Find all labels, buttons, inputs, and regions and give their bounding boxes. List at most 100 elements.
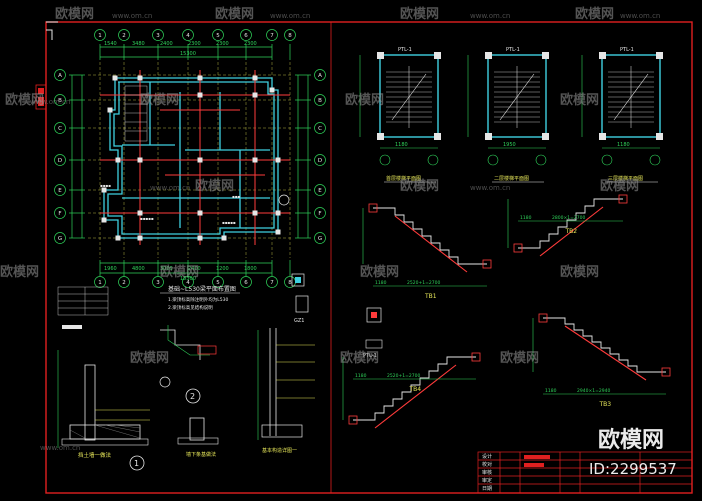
bottom-dim-2: 3000 xyxy=(160,266,173,272)
watermark-brand-0: 欧模网 xyxy=(55,6,94,22)
svg-text:G: G xyxy=(318,236,322,242)
watermark-brand-4: 欧模网 xyxy=(140,92,179,108)
title-row-2: 审核 xyxy=(482,469,492,476)
section-dim-2: 2940×1=2940 xyxy=(577,388,610,394)
plan-legend-table xyxy=(57,286,109,329)
svg-text:5: 5 xyxy=(216,280,220,286)
section-dim-1: 2800×1=2700 xyxy=(552,215,585,221)
watermark-url-4: www.om.cn xyxy=(30,98,70,106)
svg-text:▪▪▪▪: ▪▪▪▪ xyxy=(100,183,111,188)
svg-text:4: 4 xyxy=(186,280,190,286)
axis-top-2: 2 xyxy=(118,29,130,41)
axis-left-C: C xyxy=(54,122,66,134)
svg-text:3: 3 xyxy=(156,280,160,286)
axis-bottom-4: 4 xyxy=(182,276,194,288)
title-row-4: 日期 xyxy=(482,486,492,492)
column-1 xyxy=(137,75,143,81)
svg-text:C: C xyxy=(318,126,322,132)
axis-left-G: G xyxy=(54,232,66,244)
column-4 xyxy=(269,87,275,93)
watermark-layer: 欧模网欧模网欧模网欧模网欧模网欧模网欧模网欧模网欧模网欧模网欧模网欧模网欧模网欧… xyxy=(0,6,660,452)
detail-caption-2: 墙下条基做法 xyxy=(186,451,216,458)
svg-text:C: C xyxy=(58,126,62,132)
watermark-brand-9: 欧模网 xyxy=(400,178,439,194)
axis-right-C: C xyxy=(314,122,326,134)
plan-walls xyxy=(103,77,279,239)
title-row-0: 设计 xyxy=(482,453,492,460)
bottom-dim-5: 1800 xyxy=(244,266,257,272)
axis-bottom-7: 7 xyxy=(266,276,278,288)
ptl-detail: PTL-1 xyxy=(363,307,383,359)
stair-plan-caption-2: 二层楼梯平面图 xyxy=(494,175,529,182)
axis-right-F: F xyxy=(314,207,326,219)
section-label-3: TB4 xyxy=(409,386,422,393)
axis-right-G: G xyxy=(314,232,326,244)
drawing-frame xyxy=(45,21,693,494)
watermark-brand-16: 欧模网 xyxy=(340,350,379,366)
svg-text:▪▪▪▪▪: ▪▪▪▪▪ xyxy=(140,216,154,221)
column-20 xyxy=(197,210,203,216)
section-landing-2: 1180 xyxy=(545,388,557,394)
column-19 xyxy=(137,210,143,216)
column-15 xyxy=(107,107,113,113)
column-14 xyxy=(115,157,121,163)
detail-strip-footing: 2 墙下条基做法 xyxy=(159,325,219,458)
watermark-brand-10: 欧模网 xyxy=(600,178,639,194)
axis-right-E: E xyxy=(314,184,326,196)
detail-caption-3: 基本构造详图一 xyxy=(262,447,297,454)
svg-text:4: 4 xyxy=(186,33,190,39)
svg-text:F: F xyxy=(58,211,61,217)
column-9 xyxy=(197,235,203,241)
svg-text:2: 2 xyxy=(122,280,126,286)
column-8 xyxy=(221,235,227,241)
watermark-url-7: www.om.cn xyxy=(40,444,80,452)
svg-text:D: D xyxy=(318,158,322,164)
svg-text:7: 7 xyxy=(270,33,274,39)
axis-left-A: A xyxy=(54,69,66,81)
column-11 xyxy=(115,235,121,241)
watermark-url-1: www.om.cn xyxy=(270,12,310,20)
bottom-dim-0: 1960 xyxy=(104,266,117,272)
axis-top-4: 4 xyxy=(182,29,194,41)
bottom-total: 15300 xyxy=(180,276,196,282)
axis-top-5: 5 xyxy=(212,29,224,41)
column-21 xyxy=(252,210,258,216)
watermark-brand-12: 欧模网 xyxy=(160,264,199,280)
top-dim-2: 2400 xyxy=(160,41,173,47)
section-label-0: TB1 xyxy=(424,293,437,300)
axis-bottom-3: 3 xyxy=(152,276,164,288)
watermark-url-3: www.om.cn xyxy=(620,12,660,20)
column-2 xyxy=(197,75,203,81)
svg-text:▪▪▪: ▪▪▪ xyxy=(232,194,240,199)
svg-text:8: 8 xyxy=(288,280,292,286)
svg-text:2: 2 xyxy=(122,33,126,39)
top-dim-3: 2300 xyxy=(188,41,201,47)
svg-text:A: A xyxy=(318,73,322,79)
section-dim-0: 2520+1=2700 xyxy=(407,280,440,286)
margin-stamp xyxy=(35,84,47,110)
axis-left-B: B xyxy=(54,94,66,106)
stair-plan-dim-2: 1950 xyxy=(503,142,516,148)
watermark-brand-11: 欧模网 xyxy=(0,264,39,280)
watermark-url-5: www.om.cn xyxy=(470,184,510,192)
svg-text:8: 8 xyxy=(288,33,292,39)
svg-text:6: 6 xyxy=(244,33,248,39)
column-17 xyxy=(197,157,203,163)
svg-text:B: B xyxy=(58,98,62,104)
watermark-brand-1: 欧模网 xyxy=(215,6,254,22)
svg-text:5: 5 xyxy=(216,33,220,39)
section-label-2: TB3 xyxy=(599,401,612,408)
top-dim-0: 1540 xyxy=(104,41,117,47)
svg-text:F: F xyxy=(318,211,321,217)
detail-basic-construction: 基本构造详图一 GZ1 xyxy=(257,273,315,454)
axis-right-B: B xyxy=(314,94,326,106)
stair-plan-caption-3: 三层楼梯平面图 xyxy=(608,175,643,182)
stair-plans: PTL-11180首层楼梯平面图PTL-11950二层楼梯平面图PTL-1118… xyxy=(359,47,663,183)
svg-text:▪▪▪▪▪: ▪▪▪▪▪ xyxy=(222,220,236,225)
